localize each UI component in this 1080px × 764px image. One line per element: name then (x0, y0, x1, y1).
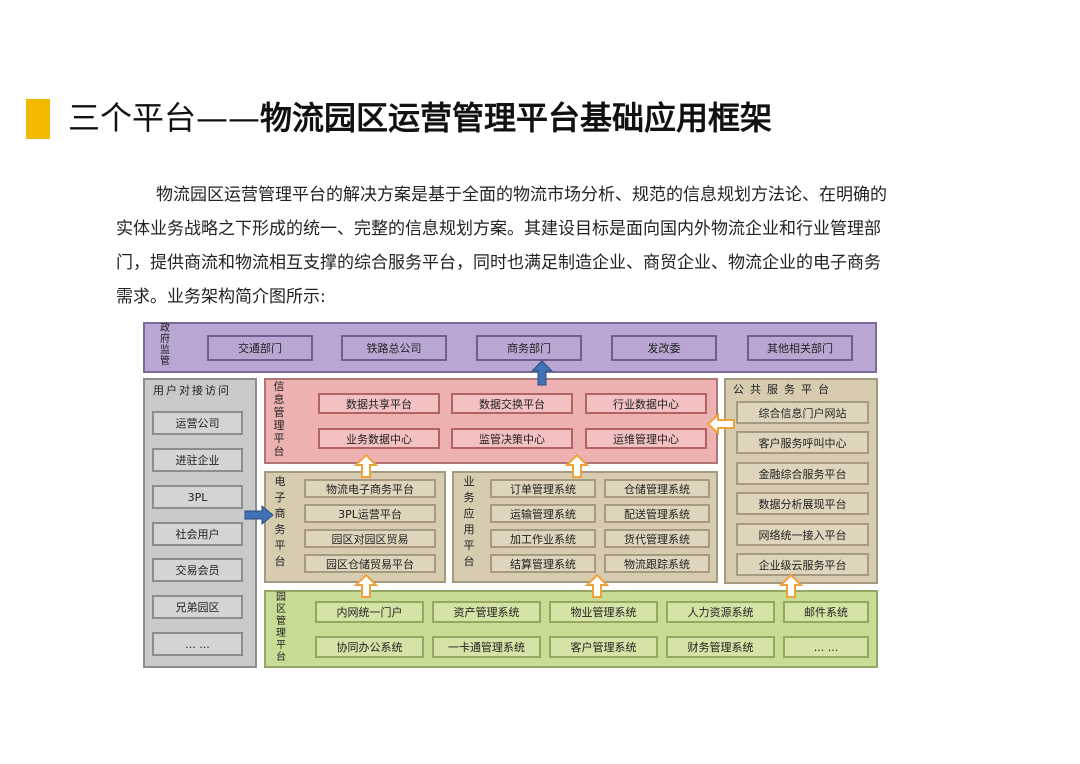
business-box: 运输管理系统 (490, 504, 596, 523)
public-label: 公共服务平台 (733, 383, 835, 396)
business-label: 业务应用平台 (463, 475, 475, 568)
arrow-up-icon (353, 453, 379, 478)
business-box: 货代管理系统 (604, 529, 710, 548)
arrow-up-icon (564, 453, 590, 478)
info-panel (264, 378, 718, 464)
info-box: 数据交换平台 (451, 393, 573, 414)
public-box: 客户服务呼叫中心 (736, 431, 869, 454)
park-label: 园区管理平台 (276, 592, 286, 663)
park-box: 邮件系统 (783, 601, 869, 623)
info-label: 信息管理平台 (273, 380, 285, 458)
business-box: 订单管理系统 (490, 479, 596, 498)
page-title: 三个平台——物流园区运营管理平台基础应用框架 (68, 96, 772, 140)
user-box: 运营公司 (152, 411, 243, 435)
arrow-up-icon (530, 360, 554, 386)
park-box: 客户管理系统 (549, 636, 658, 658)
park-box: ... ... (783, 636, 869, 658)
ecommerce-box: 园区仓储贸易平台 (304, 554, 436, 573)
ecommerce-box: 物流电子商务平台 (304, 479, 436, 498)
title-accent-bar (26, 99, 50, 139)
user-box: ... ... (152, 632, 243, 656)
gov-box: 商务部门 (476, 335, 582, 361)
info-box: 业务数据中心 (318, 428, 440, 449)
ecommerce-label: 电子商务平台 (274, 475, 286, 568)
business-box: 物流跟踪系统 (604, 554, 710, 573)
park-box: 协同办公系统 (315, 636, 424, 658)
park-box: 物业管理系统 (549, 601, 658, 623)
park-box: 资产管理系统 (432, 601, 541, 623)
public-box: 金融综合服务平台 (736, 462, 869, 485)
arrow-up-icon (778, 573, 804, 598)
business-box: 加工作业系统 (490, 529, 596, 548)
park-box: 财务管理系统 (666, 636, 775, 658)
arrow-left-icon (706, 412, 735, 436)
user-box: 兄弟园区 (152, 595, 243, 619)
public-box: 企业级云服务平台 (736, 553, 869, 576)
gov-box: 交通部门 (207, 335, 313, 361)
info-box: 运维管理中心 (585, 428, 707, 449)
arrow-up-icon (353, 573, 379, 598)
business-box: 结算管理系统 (490, 554, 596, 573)
gov-label: 政府监管 (160, 323, 170, 367)
arrow-up-icon (584, 573, 610, 598)
gov-box: 铁路总公司 (341, 335, 447, 361)
ecommerce-box: 园区对园区贸易 (304, 529, 436, 548)
user-box: 进驻企业 (152, 448, 243, 472)
user-box: 交易会员 (152, 558, 243, 582)
gov-box: 其他相关部门 (747, 335, 853, 361)
info-box: 监管决策中心 (451, 428, 573, 449)
park-box: 内网统一门户 (315, 601, 424, 623)
business-box: 配送管理系统 (604, 504, 710, 523)
user-label: 用户对接访问 (153, 384, 231, 397)
park-box: 人力资源系统 (666, 601, 775, 623)
intro-paragraph: 物流园区运营管理平台的解决方案是基于全面的物流市场分析、规范的信息规划方法论、在… (116, 185, 887, 307)
title-prefix: 三个平台—— (68, 99, 261, 137)
park-box: 一卡通管理系统 (432, 636, 541, 658)
public-box: 综合信息门户网站 (736, 401, 869, 424)
title-main: 物流园区运营管理平台基础应用框架 (260, 99, 773, 137)
public-box: 数据分析展现平台 (736, 492, 869, 515)
info-box: 数据共享平台 (318, 393, 440, 414)
arrow-right-icon (244, 504, 274, 526)
business-box: 仓储管理系统 (604, 479, 710, 498)
public-box: 网络统一接入平台 (736, 523, 869, 546)
info-box: 行业数据中心 (585, 393, 707, 414)
gov-box: 发改委 (611, 335, 717, 361)
ecommerce-box: 3PL运营平台 (304, 504, 436, 523)
user-box: 社会用户 (152, 522, 243, 546)
user-box: 3PL (152, 485, 243, 509)
